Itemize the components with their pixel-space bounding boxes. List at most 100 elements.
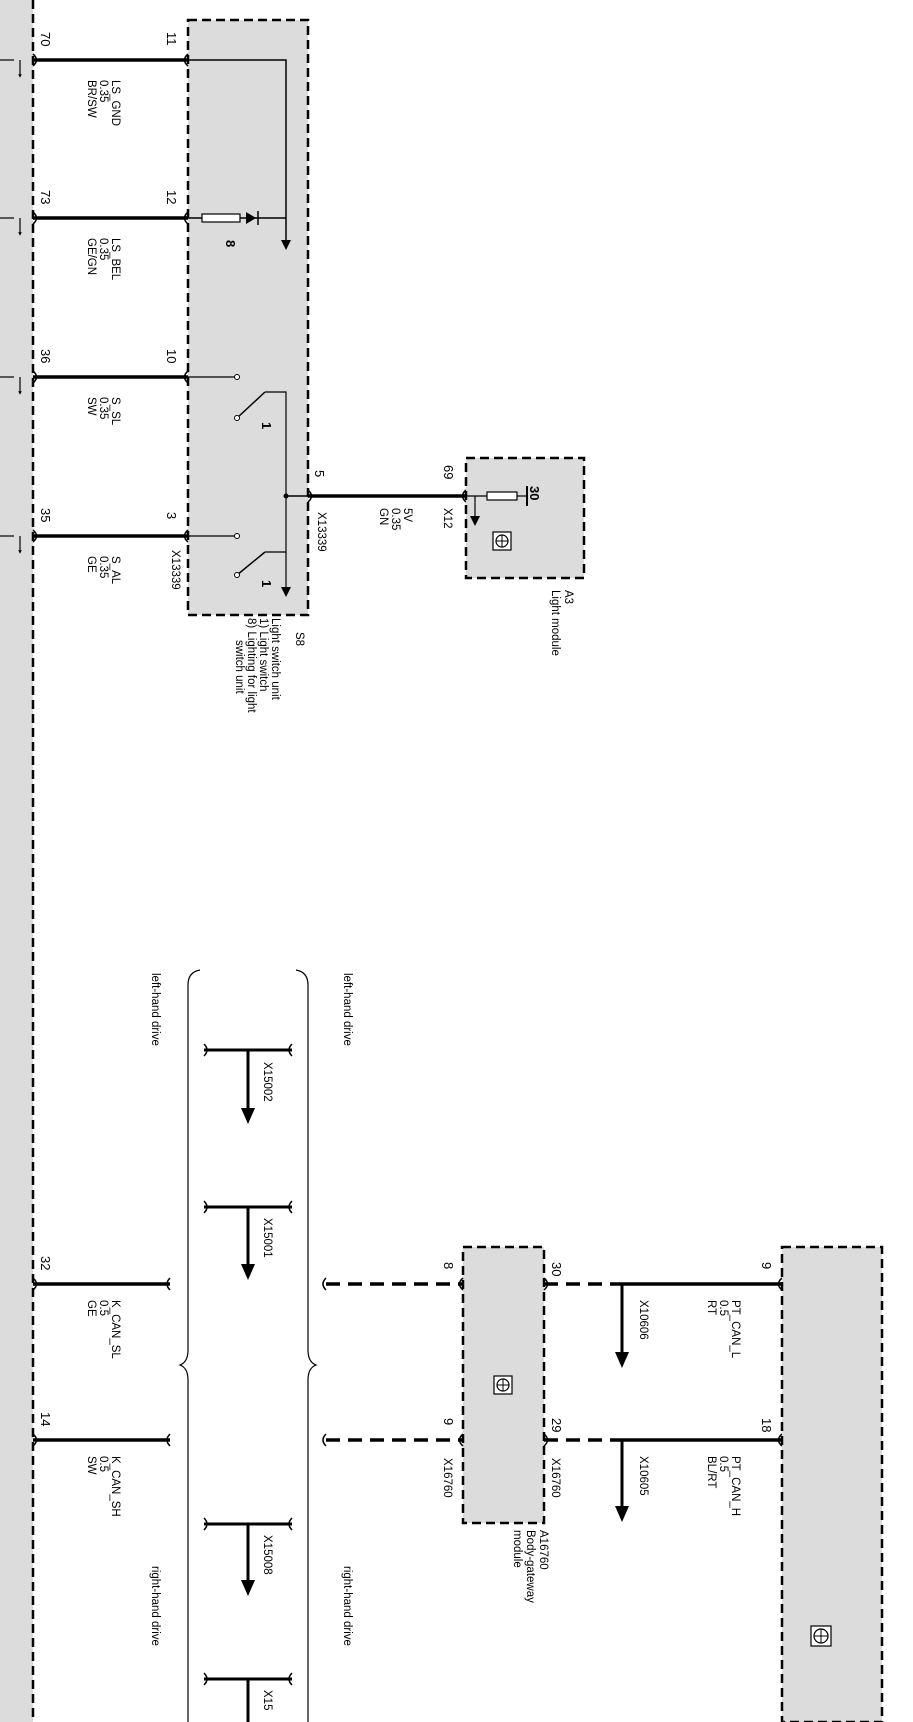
wire-k-can-sh — [32, 1433, 171, 1447]
pin-5: 5 — [312, 470, 327, 477]
s8-led-resistor — [201, 213, 241, 223]
right-control-unit — [780, 1245, 884, 1722]
svg-text:0.35: 0.35 — [389, 508, 401, 530]
wire-label-s-sl: S_SL 0.35 SW — [85, 397, 121, 426]
pin-32: 32 — [38, 1256, 53, 1270]
s8-ground-arrow-icon — [281, 240, 291, 250]
s8-switch-ground-arrow-icon — [281, 587, 291, 597]
svg-text:S_SL: S_SL — [109, 397, 121, 426]
s8-num-1b: 1 — [259, 580, 274, 587]
s8-num-1a: 1 — [259, 422, 274, 429]
svg-text:BL/RT: BL/RT — [705, 1456, 717, 1488]
pin-35: 35 — [38, 508, 53, 522]
svg-text:S_AL: S_AL — [109, 556, 121, 585]
svg-text:GE: GE — [85, 1300, 97, 1317]
svg-text:0.35: 0.35 — [97, 556, 109, 578]
connector-x15001: X15001 — [261, 1218, 273, 1258]
svg-text:BR/SW: BR/SW — [85, 80, 97, 118]
switch-contact-icon-2 — [234, 533, 240, 539]
connector-x13339-b: X13339 — [315, 512, 327, 552]
pin-69: 69 — [441, 465, 456, 479]
svg-text:GN: GN — [377, 508, 389, 525]
svg-text:PT_CAN_L: PT_CAN_L — [729, 1300, 741, 1359]
svg-text:0.35: 0.35 — [97, 238, 109, 260]
connector-x16760-b: X16760 — [549, 1458, 561, 1498]
bracket-left — [178, 969, 201, 1722]
svg-text:A16760: A16760 — [537, 1530, 549, 1570]
label-right-hand-drive-outer: right-hand drive — [341, 1566, 353, 1646]
wire-ls-bel — [0, 211, 189, 236]
connector-x15002: X15002 — [261, 1062, 273, 1102]
a3-light-module — [464, 456, 586, 580]
connector-x16760-a: X16760 — [441, 1458, 453, 1498]
wire-gateway-pin9 — [322, 1433, 464, 1447]
bracket-right — [295, 969, 318, 1722]
s8-led-diode-icon — [246, 212, 256, 224]
svg-text:0.5: 0.5 — [717, 1456, 729, 1472]
pin-30: 30 — [549, 1262, 564, 1276]
pin-3: 3 — [164, 512, 179, 519]
svg-text:K_CAN_SH: K_CAN_SH — [109, 1456, 121, 1517]
a16760-description: A16760 Body-gateway module — [511, 1530, 549, 1603]
connector-x12: X12 — [441, 508, 453, 528]
wire-label-pt-can-l: PT_CAN_L 0.5 RT — [705, 1300, 741, 1359]
s8-internal-ground-line — [188, 59, 287, 245]
svg-text:Light switch unit: Light switch unit — [269, 618, 281, 701]
wire-gateway-pin8 — [322, 1277, 464, 1291]
svg-text:SW: SW — [85, 397, 97, 416]
wire-label-s-al: S_AL 0.35 GE — [85, 556, 121, 585]
pin-11: 11 — [164, 32, 179, 46]
pin-9-right: 9 — [759, 1262, 774, 1269]
wire-s-al — [0, 529, 189, 554]
pin-36: 36 — [38, 349, 53, 363]
label-right-hand-drive-inner: right-hand drive — [149, 1566, 161, 1646]
svg-text:A3: A3 — [562, 590, 574, 604]
s8-num-8: 8 — [223, 240, 238, 247]
pin-14: 14 — [38, 1412, 53, 1426]
label-left-hand-drive-inner: left-hand drive — [149, 973, 161, 1046]
left-control-unit — [0, 0, 33, 1722]
svg-text:5V: 5V — [401, 508, 413, 522]
connector-x15008: X15008 — [261, 1535, 273, 1575]
wire-5v — [307, 489, 467, 503]
wire-label-pt-can-h: PT_CAN_H 0.5 BL/RT — [705, 1456, 741, 1516]
wire-label-ls-gnd: LS_GND 0.35 BR/SW — [85, 80, 121, 126]
a3-resistor — [486, 491, 518, 501]
pin-73: 73 — [38, 190, 53, 204]
wire-ls-gnd — [0, 53, 189, 78]
svg-text:S8: S8 — [293, 632, 305, 646]
svg-text:Body-gateway: Body-gateway — [524, 1530, 536, 1603]
svg-text:LS_GND: LS_GND — [109, 80, 121, 126]
svg-text:Light module: Light module — [549, 590, 561, 656]
svg-text:0.5: 0.5 — [97, 1456, 109, 1472]
svg-text:0.5: 0.5 — [717, 1300, 729, 1316]
connector-x15: X15 — [261, 1690, 273, 1710]
s8-light-switch-unit — [186, 18, 310, 617]
svg-text:0.5: 0.5 — [97, 1300, 109, 1316]
connector-x10606: X10606 — [637, 1300, 649, 1340]
a3-description: A3 Light module — [549, 590, 574, 656]
pin-70: 70 — [38, 32, 53, 46]
wire-pt-can-l — [543, 1277, 783, 1368]
svg-text:1) Light switch: 1) Light switch — [257, 618, 269, 692]
wire-pt-can-h — [543, 1433, 783, 1522]
connector-x10605: X10605 — [637, 1456, 649, 1496]
label-left-hand-drive-outer: left-hand drive — [341, 973, 353, 1046]
svg-text:module: module — [511, 1530, 523, 1568]
pin-18: 18 — [759, 1418, 774, 1432]
svg-text:K_CAN_SL: K_CAN_SL — [109, 1300, 121, 1359]
wire-k-can-sl — [32, 1277, 171, 1291]
s8-description: S8 Light switch unit 1) Light switch 8) … — [233, 618, 305, 713]
wire-label-k-can-sl: K_CAN_SL 0.5 GE — [85, 1300, 121, 1359]
pin-9-gateway: 9 — [441, 1418, 456, 1425]
pin-12: 12 — [164, 190, 179, 204]
connector-x15002-arrow — [203, 1043, 293, 1124]
svg-text:PT_CAN_H: PT_CAN_H — [729, 1456, 741, 1516]
a3-ground-arrow-icon — [470, 516, 480, 526]
connector-x15-arrow — [203, 1672, 293, 1722]
connector-x13339-a: X13339 — [169, 550, 181, 590]
pin-29: 29 — [549, 1418, 564, 1432]
svg-text:GE/GN: GE/GN — [85, 238, 97, 275]
svg-text:GE: GE — [85, 556, 97, 573]
